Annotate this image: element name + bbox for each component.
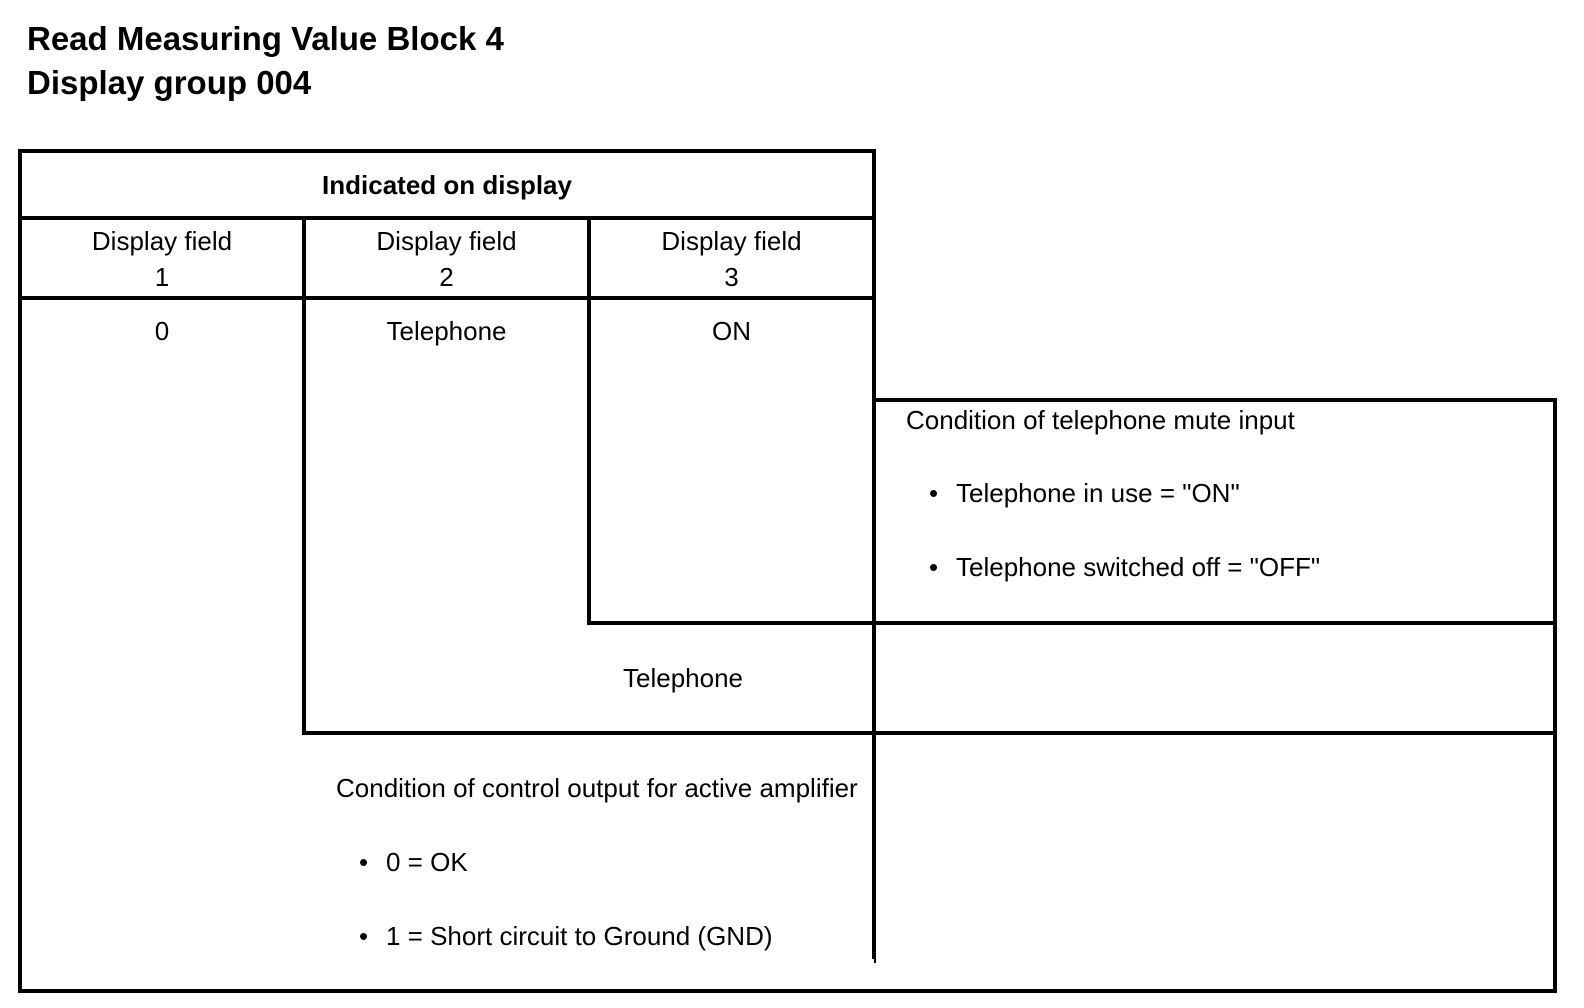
field2-note-box [302,621,1557,735]
table-header: Indicated on display [322,170,572,200]
field-1-value: 0 [154,316,170,346]
bullet-icon: • [359,921,369,951]
bullet-icon: • [929,478,939,508]
field3-note-box [587,398,1557,625]
field1-note-bullet-1: 0 = OK [386,847,468,877]
bullet-icon: • [929,552,939,582]
field-3-value: ON [712,316,751,346]
page-subtitle: Display group 004 [27,64,312,101]
field-3-label: Display field [661,226,802,256]
field3-note-bullet-1: Telephone in use = "ON" [956,478,1240,508]
field3-note-bullet-2: Telephone switched off = "OFF" [956,552,1321,582]
field-2-value: Telephone [386,316,507,346]
field-1-number: 1 [154,262,170,292]
field-2-label: Display field [376,226,517,256]
page-title: Read Measuring Value Block 4 [27,20,504,57]
field-2-number: 2 [439,262,454,292]
field1-note-heading: Condition of control output for active a… [336,773,858,803]
field1-note-bullet-2: 1 = Short circuit to Ground (GND) [386,921,773,951]
field-1-label: Display field [91,226,233,256]
bullet-icon: • [359,847,369,877]
field3-note-heading: Condition of telephone mute input [906,405,1295,435]
field2-note-text: Telephone [623,663,743,693]
mask [22,959,874,963]
field-3-number: 3 [724,262,739,292]
field1-note-box [18,731,1557,993]
